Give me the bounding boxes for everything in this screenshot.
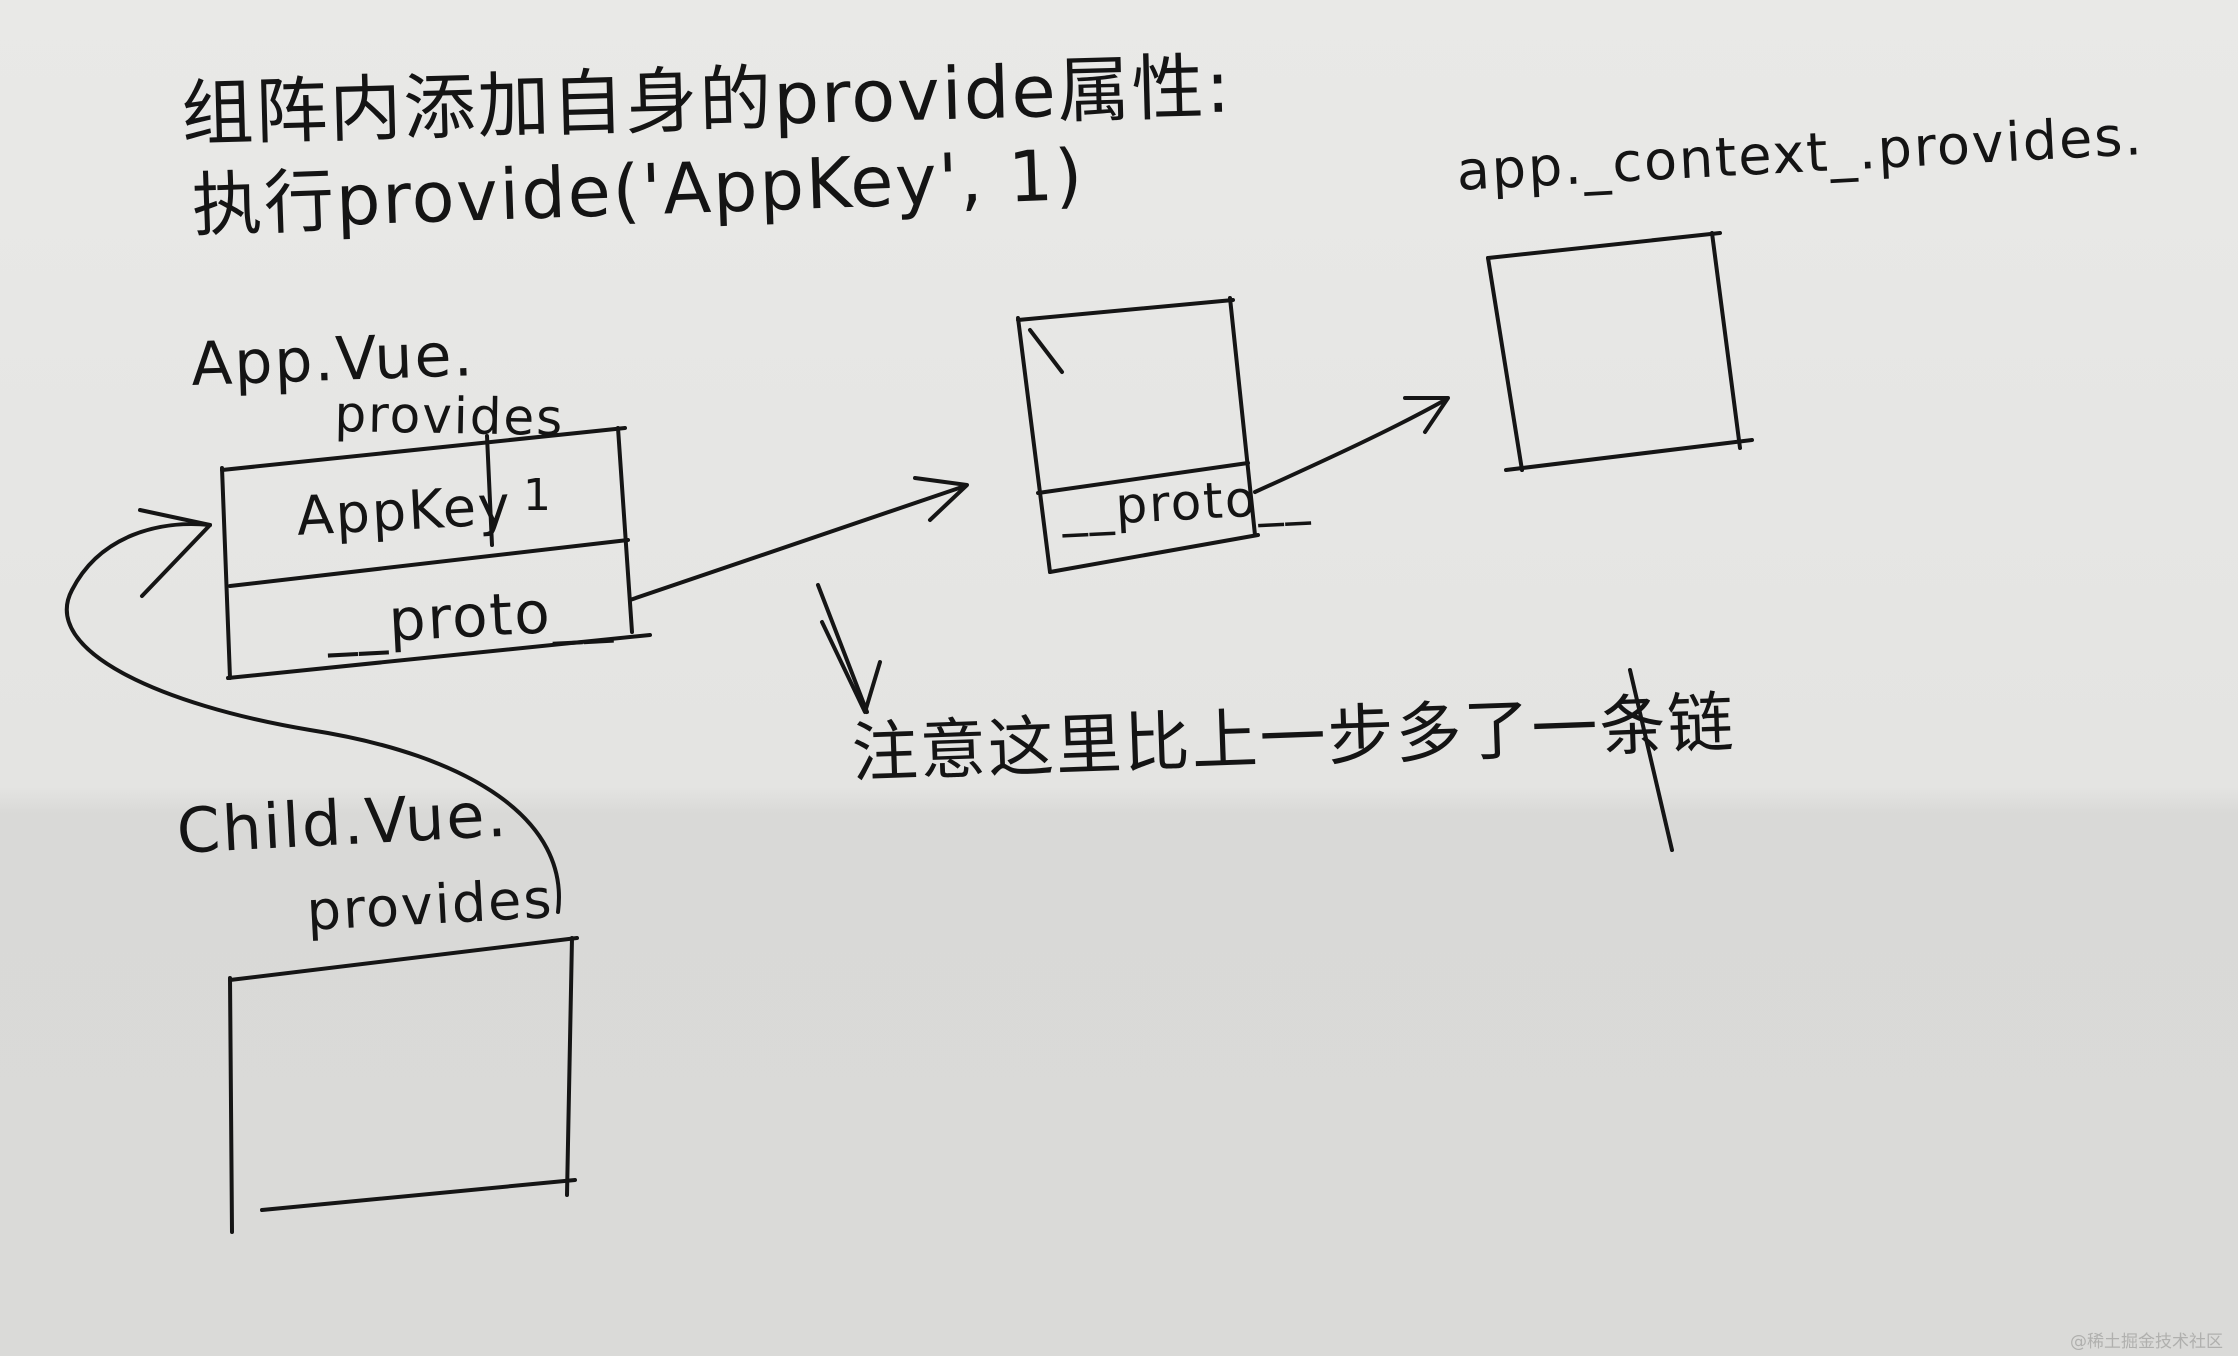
child-provides-box (228, 936, 579, 1234)
child-provides-label: provides (305, 867, 555, 943)
child-to-app-arrow (64, 508, 561, 914)
appkey-value-cell: 1 (523, 470, 553, 521)
appkey-key-cell: AppKey (295, 473, 514, 548)
context-provides-box (1486, 231, 1754, 472)
middle-object-box (1016, 296, 1260, 574)
app-to-middle-arrow (628, 476, 969, 602)
middle-to-context-arrow (1253, 396, 1450, 494)
down-arrow-to-note (816, 583, 882, 714)
app-provides-label: provides (333, 385, 565, 448)
note-trailing-stroke (1628, 668, 1674, 852)
watermark: @稀土掘金技术社区 (2070, 1332, 2223, 1352)
app-provides-table (220, 426, 652, 680)
